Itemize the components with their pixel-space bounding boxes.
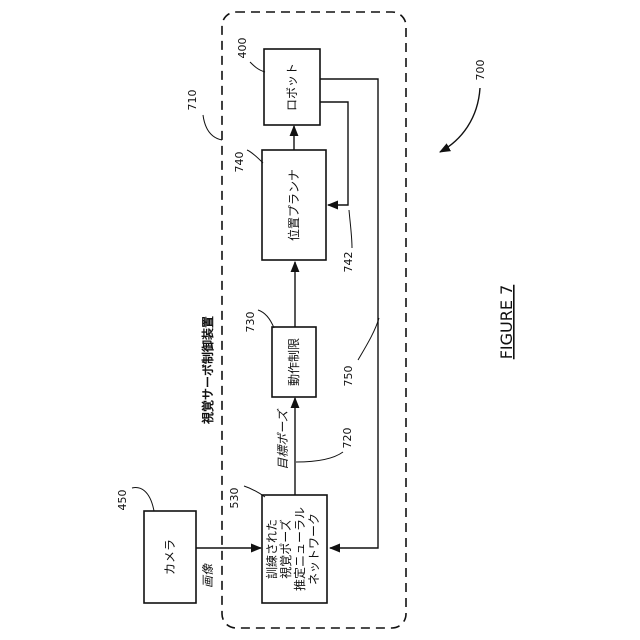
robot-ref: 400	[236, 38, 249, 59]
camera-ref: 450	[116, 490, 129, 511]
figure-ref-arrow	[440, 88, 480, 152]
network-ref: 530	[228, 488, 241, 509]
network-line-4: ネットワーク	[307, 513, 321, 585]
figure-label: FIGURE 7	[497, 285, 516, 360]
controller-title: 視覚サーボ制御装置	[200, 316, 215, 425]
target-pose-label: 目標ポーズ	[276, 408, 290, 469]
position-planner-ref: 740	[233, 152, 246, 173]
image-label: 画像	[201, 563, 215, 588]
network-ref-leader	[244, 486, 265, 497]
camera-ref-leader	[132, 488, 154, 511]
position-planner-ref-leader	[247, 150, 263, 163]
robot-label: ロボット	[285, 63, 299, 111]
feedback-ref: 750	[342, 366, 355, 387]
network-line-2: 視覚ポーズ	[278, 519, 293, 578]
feedback-path	[320, 79, 378, 548]
motion-limit-ref: 730	[244, 312, 257, 333]
robot-to-planner-ref: 742	[342, 252, 355, 273]
camera-label: カメラ	[163, 539, 177, 575]
network-line-3: 推定ニューラル	[292, 507, 307, 591]
position-planner-label: 位置プランナ	[286, 169, 301, 241]
motion-limit-label: 動作制限	[287, 338, 301, 386]
motion-limit-ref-leader	[258, 310, 274, 328]
target-pose-ref-leader	[296, 452, 343, 462]
network-line-1: 訓練された	[264, 519, 279, 579]
controller-ref: 710	[186, 90, 199, 111]
target-pose-ref: 720	[341, 428, 354, 449]
figure-ref: 700	[474, 60, 487, 81]
robot-ref-leader	[250, 62, 265, 72]
controller-ref-leader	[203, 115, 222, 140]
robot-to-planner-ref-leader	[349, 210, 352, 248]
feedback-ref-leader	[358, 318, 379, 360]
